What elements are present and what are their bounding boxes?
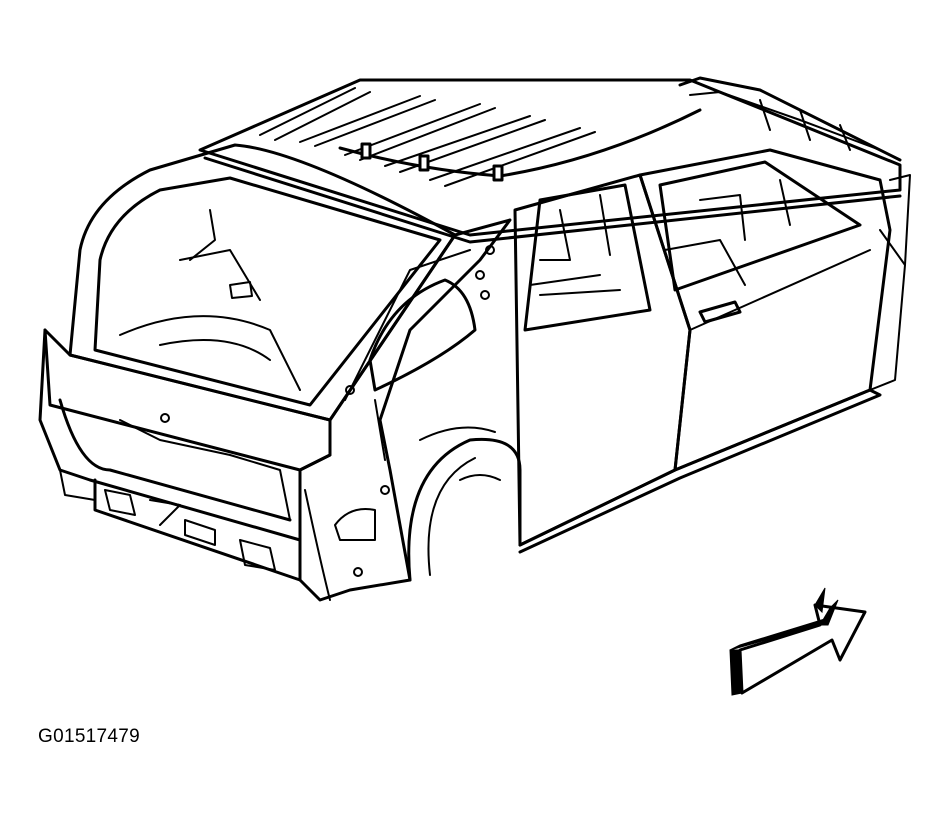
front-direction-arrow-icon <box>729 587 867 696</box>
rocker-panel <box>518 388 882 554</box>
rear-wheel-arch <box>407 426 522 582</box>
front-door <box>638 148 911 472</box>
rear-door <box>513 173 692 547</box>
rear-quarter-panel <box>298 218 512 602</box>
figure-id-label: G01517479 <box>38 726 141 747</box>
rear-end-panel <box>38 328 332 582</box>
roof-panel <box>198 76 902 244</box>
